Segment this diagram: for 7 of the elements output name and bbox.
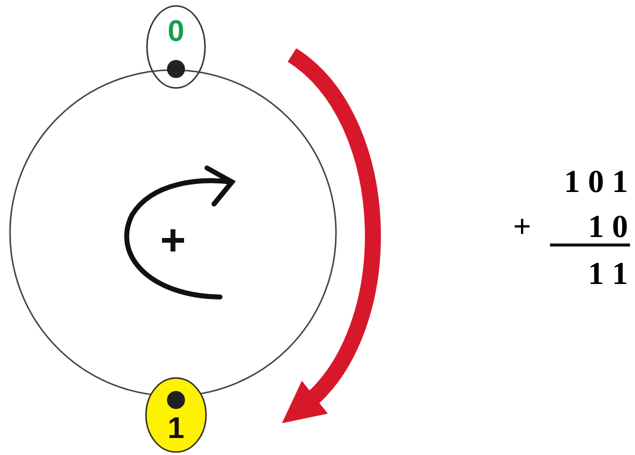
- plus-sign: +: [513, 208, 532, 244]
- plus-sign: +: [159, 219, 187, 263]
- digit-row: 1 0: [588, 208, 628, 244]
- state-label: 1: [166, 414, 186, 444]
- digit-row: 1 1: [588, 255, 628, 291]
- digit-row: 1 0 1: [564, 163, 628, 199]
- state-label: 0: [166, 17, 186, 47]
